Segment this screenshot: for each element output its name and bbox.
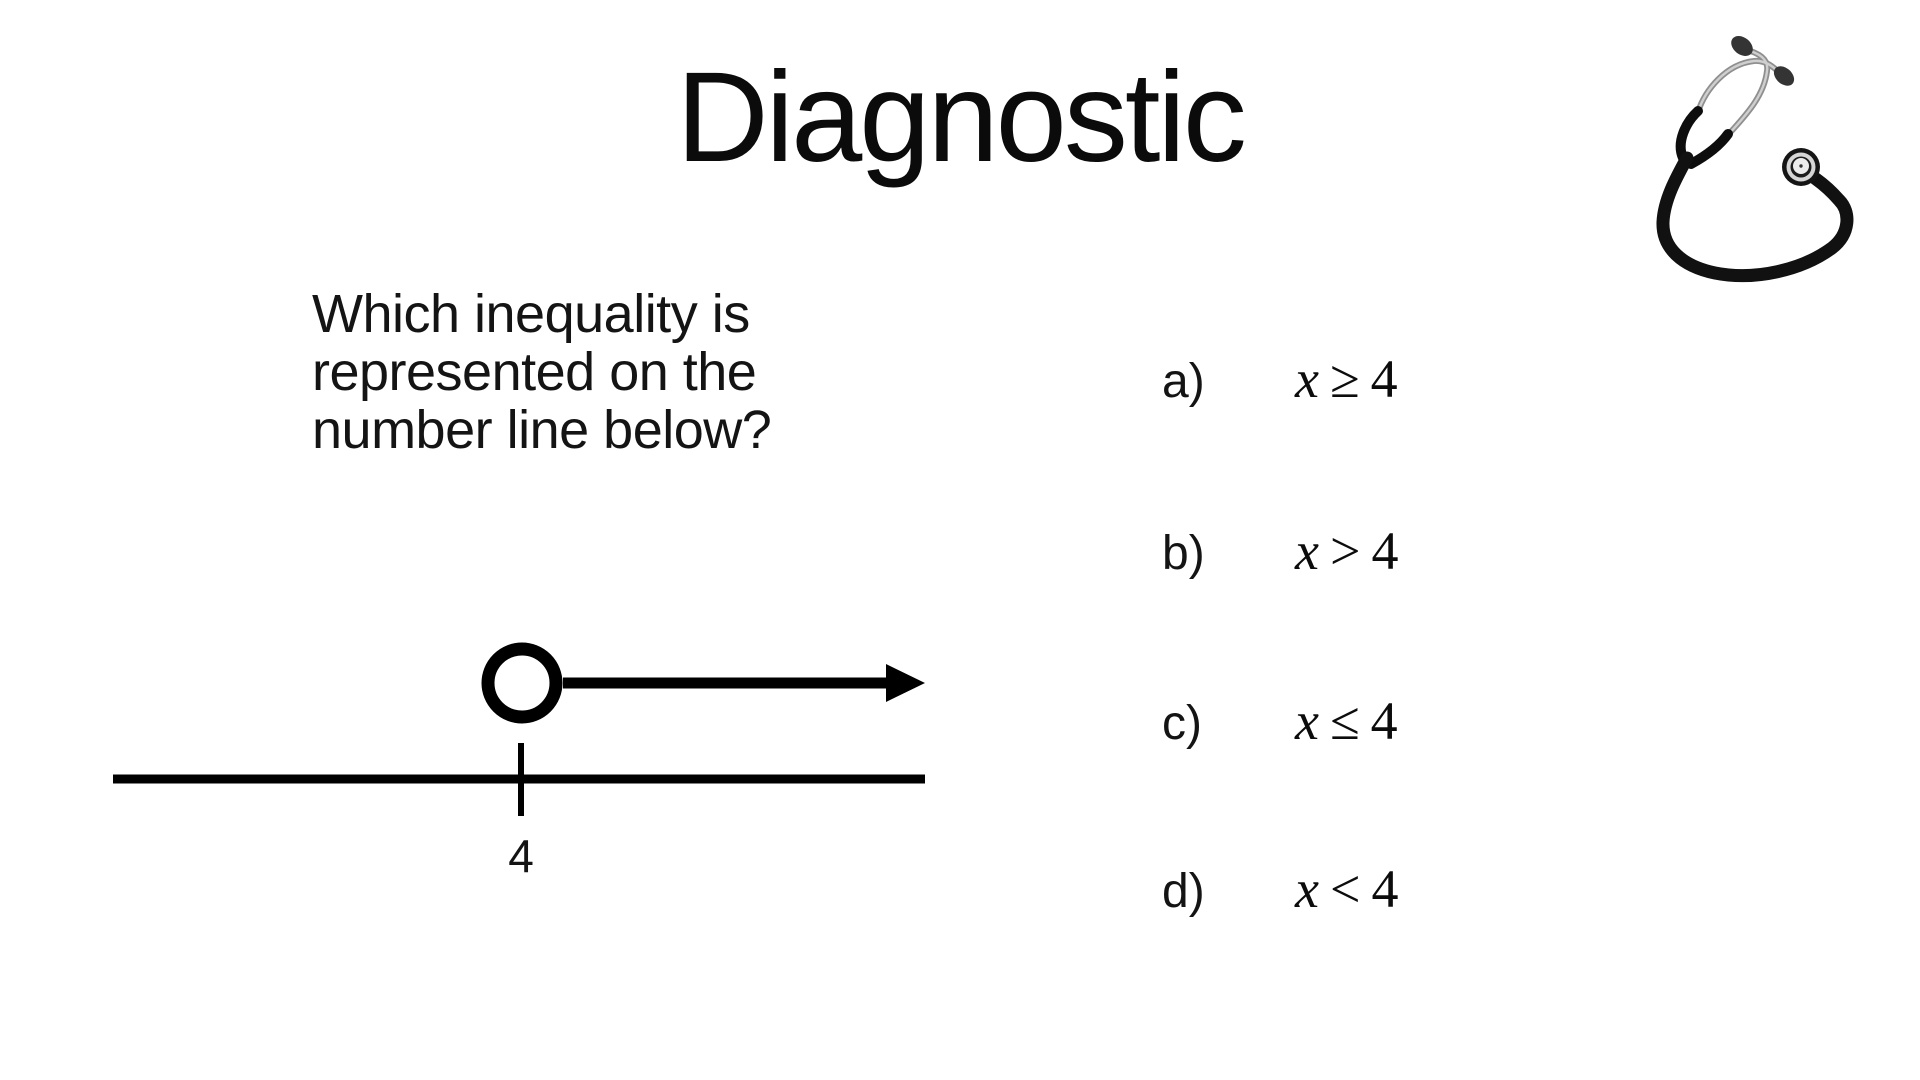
option-b-variable: x [1295,521,1319,581]
option-d-operator: < [1329,859,1361,919]
option-a: a) x≥4 [1162,348,1398,410]
option-a-label: a) [1162,355,1205,408]
option-a-value: 4 [1370,349,1398,409]
question-text: Which inequality is represented on the n… [312,284,772,460]
option-c-operator: ≤ [1329,691,1360,751]
stethoscope-icon [1656,36,1854,283]
option-c: c) x≤4 [1162,690,1398,752]
option-c-value: 4 [1370,691,1398,751]
tick-label: 4 [508,830,534,882]
question-line-3: number line below? [312,400,772,460]
option-c-expression: x≤4 [1295,691,1398,751]
option-a-operator: ≥ [1329,349,1360,409]
option-c-variable: x [1295,691,1319,751]
option-c-label: c) [1162,697,1202,750]
option-a-variable: x [1295,349,1319,409]
option-b: b) x>4 [1162,520,1398,582]
option-b-value: 4 [1371,521,1399,581]
option-b-label: b) [1162,527,1205,580]
option-d-expression: x<4 [1295,859,1398,919]
number-line-diagram: 4 [113,642,925,882]
option-d-value: 4 [1371,859,1399,919]
question-line-2: represented on the [312,342,757,402]
option-a-expression: x≥4 [1295,349,1398,409]
question-line-1: Which inequality is [312,284,750,344]
option-b-operator: > [1329,521,1361,581]
option-d: d) x<4 [1162,858,1398,920]
ray-arrowhead-icon [886,664,925,702]
open-circle-point [481,642,563,724]
option-d-label: d) [1162,865,1205,918]
option-b-expression: x>4 [1295,521,1398,581]
page-title: Diagnostic [676,46,1247,189]
option-d-variable: x [1295,859,1319,919]
